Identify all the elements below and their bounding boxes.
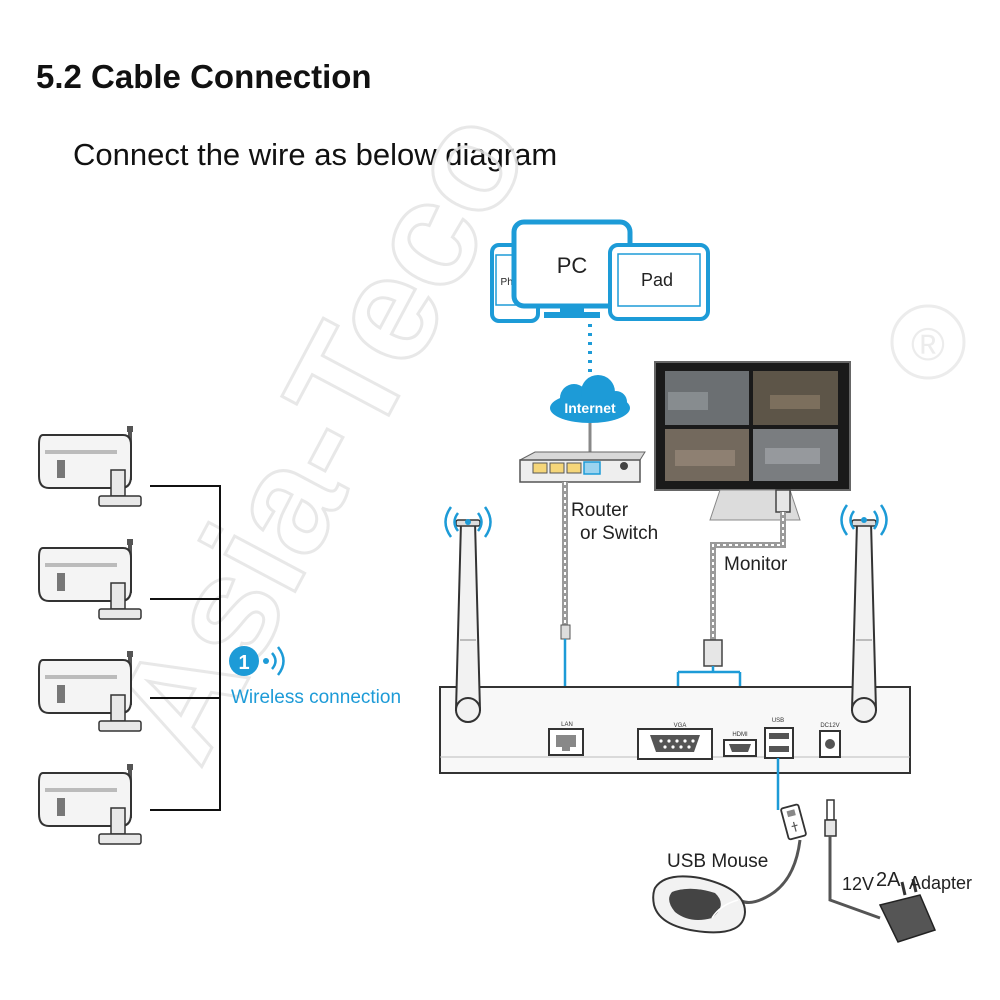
vga-port-label: VGA (674, 723, 687, 729)
dc-power-port-icon (819, 730, 841, 758)
monitor-label: Monitor (724, 554, 788, 575)
power-adapter-icon (878, 878, 937, 943)
left-antenna (454, 519, 482, 723)
internet-cloud-icon (550, 375, 630, 423)
wifi-signal-icon (861, 517, 867, 523)
camera-icon (38, 763, 142, 845)
pc-label: PC (557, 253, 588, 278)
wifi-signal-icon (465, 519, 471, 525)
hdmi-port-icon (723, 739, 757, 757)
video-split-line (676, 666, 742, 740)
camera-wiring (150, 485, 221, 811)
adapter-label: Adapter (909, 873, 972, 893)
usb-plug-icon (780, 803, 807, 841)
wifi-signal-icon (263, 646, 285, 676)
client-devices: Phone PC Pad (490, 219, 710, 323)
adapter-current-label: 2A (876, 869, 901, 891)
vga-port-icon (637, 728, 713, 760)
section-title: 5.2 Cable Connection (36, 58, 372, 95)
mouse-icon (652, 875, 747, 934)
power-cable (824, 799, 881, 920)
pad-label: Pad (641, 270, 673, 290)
watermark-text: Asia-Teco (80, 83, 560, 785)
adapter-voltage-label: 12V (842, 874, 874, 894)
router-icon (519, 451, 646, 483)
right-antenna (850, 519, 878, 723)
internet-label: Internet (564, 400, 616, 416)
router-label-line1: Router (571, 500, 629, 521)
lan-port-label: LAN (561, 722, 573, 728)
monitor-icon (654, 361, 851, 521)
step-one-badge (229, 646, 259, 676)
registered-symbol: ® (911, 318, 945, 370)
registered-mark (890, 304, 966, 380)
lan-cable (560, 482, 571, 717)
dc-port-label: DC12V (820, 723, 839, 729)
hdmi-port-label: HDMI (732, 732, 748, 738)
usb-port-icon (764, 727, 794, 759)
wireless-connection-label: Wireless connection (231, 687, 401, 708)
step-one-number: 1 (238, 652, 249, 674)
router-label-line2: or Switch (580, 523, 658, 544)
usb-port-label: USB (772, 718, 784, 724)
intro-text: Connect the wire as below diagram (73, 137, 558, 172)
camera-icon (38, 650, 142, 732)
camera-icon (38, 538, 142, 620)
camera-icon (38, 425, 142, 507)
usb-mouse-label: USB Mouse (667, 851, 768, 872)
video-cable (710, 512, 786, 640)
lan-port-icon (548, 728, 584, 756)
